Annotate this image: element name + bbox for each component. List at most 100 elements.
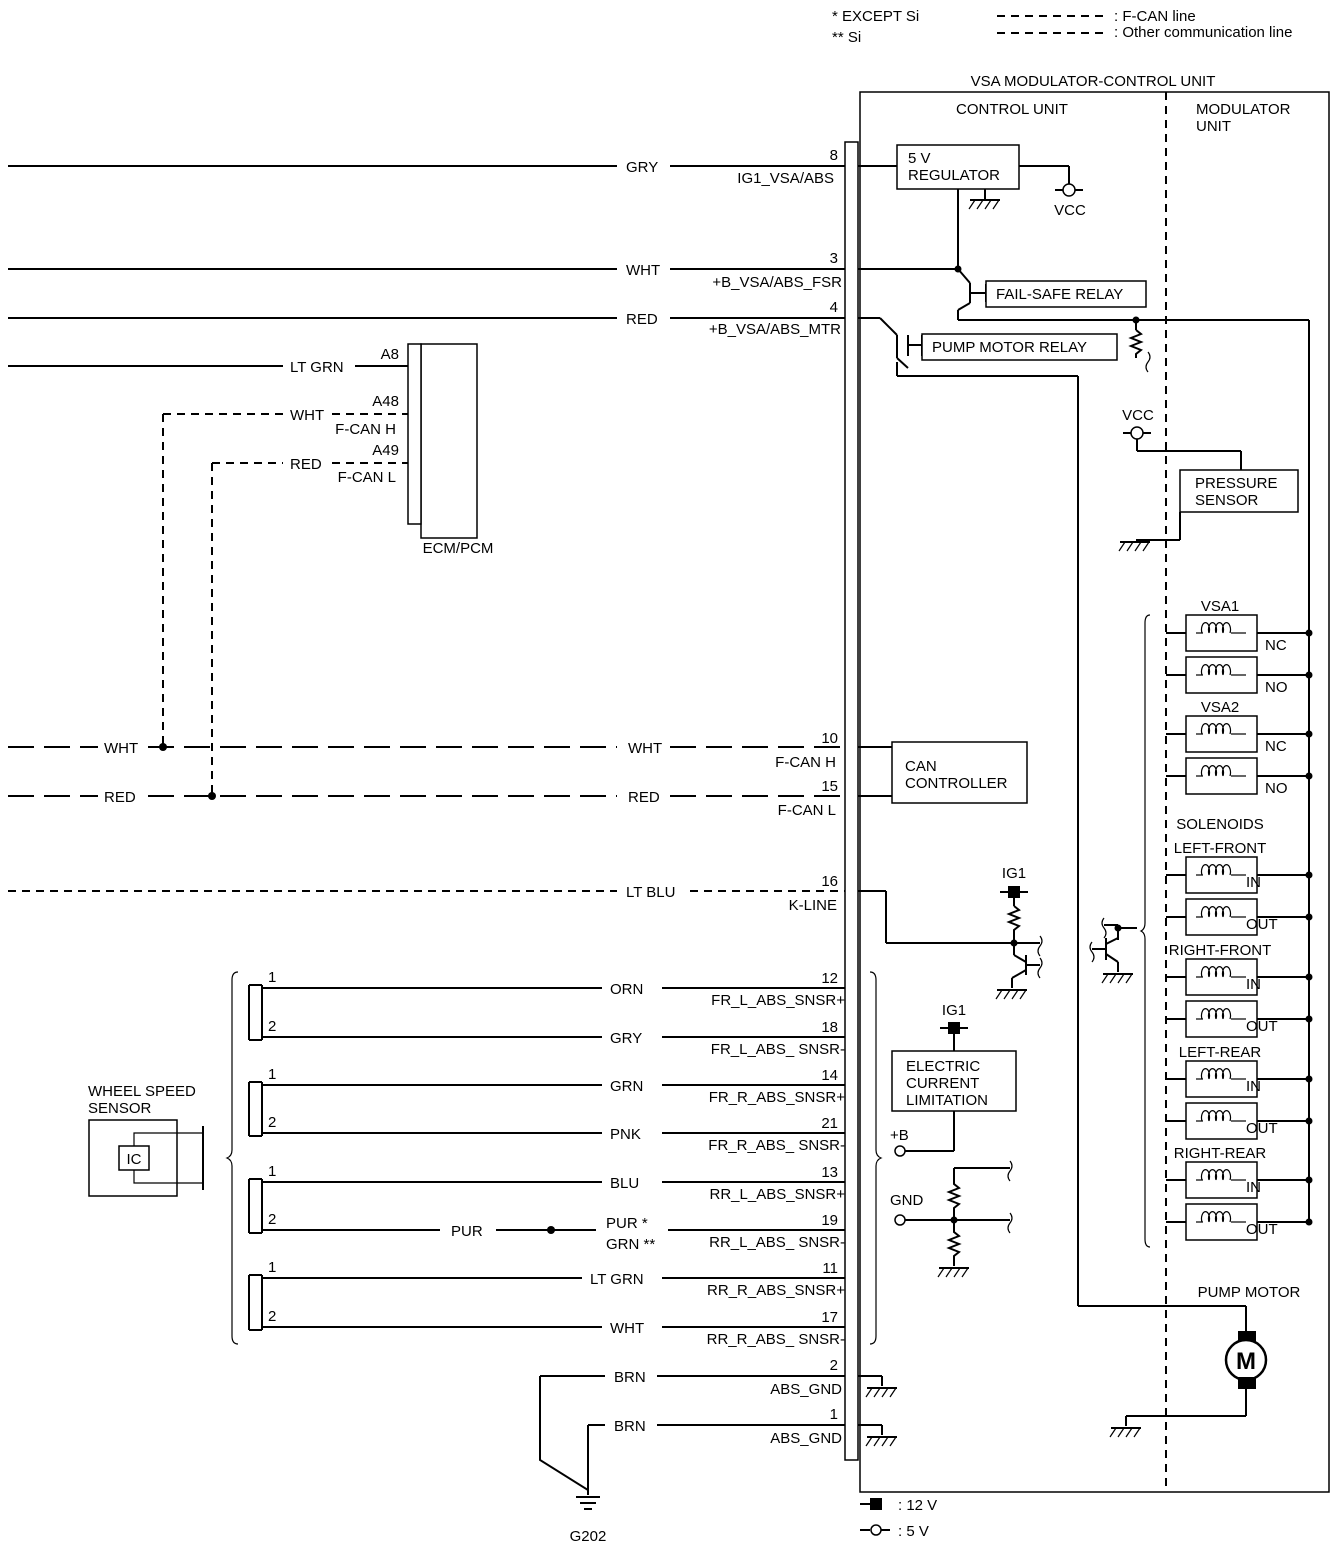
open-line-icon — [1101, 917, 1107, 939]
legend-si: ** Si — [832, 29, 861, 46]
vcc-terminal-pressure — [1130, 426, 1144, 440]
solenoid-group-label: LEFT-REAR — [1179, 1044, 1262, 1061]
ground-wiring: BRN 2 ABS_GND BRN 1 ABS_GND G202 — [539, 1357, 897, 1545]
pump-motor-relay-block: PUMP MOTOR RELAY — [896, 333, 1246, 1307]
unit-connector — [844, 141, 859, 1461]
unit-pin-number: 14 — [821, 1067, 838, 1084]
unit-pin-number: 21 — [821, 1115, 838, 1132]
legend-except-si: * EXCEPT Si — [832, 8, 919, 25]
solenoid-area: SOLENOIDS VSA1NCNOVSA2NCNOLEFT-FRONTINOU… — [1089, 320, 1313, 1248]
sensor-brace — [225, 971, 239, 1345]
signal-b-fsr: +B_VSA/ABS_FSR — [712, 274, 842, 291]
coil-icon — [1200, 1211, 1232, 1223]
solenoid-port-label: OUT — [1246, 1018, 1278, 1035]
coil-icon — [1200, 1008, 1232, 1020]
open-line-icon — [1007, 1160, 1013, 1182]
wire-label: LT GRN — [590, 1271, 644, 1288]
g202-label: G202 — [570, 1528, 607, 1545]
solenoid-port-label: NO — [1265, 679, 1288, 696]
coil-icon — [1200, 765, 1232, 777]
wire-red-pin4: RED — [626, 311, 658, 328]
pin-15: 15 — [821, 778, 838, 795]
pump-motor-label: PUMP MOTOR — [1198, 1284, 1301, 1301]
signal-fcan-l-ecm: F-CAN L — [338, 469, 396, 486]
coil-icon — [1200, 1068, 1232, 1080]
top-power-wiring: GRY 8 IG1_VSA/ABS WHT 3 +B_VSA/ABS_FSR R… — [8, 147, 960, 338]
legend-12v: : 12 V — [898, 1497, 937, 1514]
unit-pin-number: 13 — [821, 1164, 838, 1181]
plus-b-terminal — [894, 1145, 906, 1157]
ig1-kline-label: IG1 — [1002, 865, 1026, 882]
control-unit-label: CONTROL UNIT — [956, 101, 1068, 118]
wheel-speed-sensor-block: WHEEL SPEED SENSOR IC — [88, 971, 883, 1345]
legend-12v-symbol — [870, 1498, 882, 1510]
solenoid-group-label: RIGHT-REAR — [1174, 1145, 1267, 1162]
coil-icon — [1200, 664, 1232, 676]
legend-other-line: : Other communication line — [1114, 24, 1292, 41]
gnd-terminal — [894, 1214, 906, 1226]
unit-pin-number: 12 — [821, 970, 838, 987]
coil-icon — [1200, 723, 1232, 735]
sensor-signal-name: FR_R_ABS_ SNSR- — [708, 1137, 845, 1154]
pin-3: 3 — [830, 250, 838, 267]
wire-wht-left-pin10: WHT — [104, 740, 138, 757]
regulator-block: 5 V REGULATOR VCC — [896, 144, 1086, 273]
unit-pin-number: 11 — [822, 1260, 838, 1277]
wire-label: GRN — [610, 1078, 643, 1095]
sensor-pin-number: 1 — [268, 1163, 276, 1180]
pin-2: 2 — [830, 1357, 838, 1374]
wheel-speed-sensor-label-2: SENSOR — [88, 1100, 152, 1117]
wire-wht-pin3: WHT — [626, 262, 660, 279]
open-line-icon — [1145, 351, 1151, 373]
sensor-signal-name: RR_L_ABS_ SNSR- — [709, 1234, 845, 1251]
solenoid-port-label: NC — [1265, 637, 1287, 654]
solenoid-port-label: OUT — [1246, 1120, 1278, 1137]
solenoid-group-label: LEFT-FRONT — [1174, 840, 1267, 857]
wire-label-left: PUR — [451, 1223, 483, 1240]
unit-pin-number: 17 — [821, 1309, 838, 1326]
wire-red-left-pin15: RED — [104, 789, 136, 806]
sensor-signal-name: FR_L_ABS_ SNSR- — [711, 1041, 845, 1058]
sensor-signal-name: FR_L_ABS_SNSR+ — [711, 992, 845, 1009]
signal-b-mtr: +B_VSA/ABS_MTR — [709, 321, 841, 338]
pressure-sensor-label-1: PRESSURE — [1195, 475, 1278, 492]
open-line-icon — [1037, 957, 1043, 979]
sensor-pin-number: 1 — [268, 1259, 276, 1276]
unit-pin-number: 18 — [821, 1019, 838, 1036]
regulator-label-1: 5 V — [908, 150, 931, 167]
vcc-terminal-top — [1062, 183, 1076, 197]
signal-fcan-l: F-CAN L — [778, 802, 836, 819]
solenoid-port-label: IN — [1246, 1078, 1261, 1095]
fail-safe-relay — [985, 280, 1147, 308]
coil-icon — [1200, 864, 1232, 876]
solenoid-port-label: IN — [1246, 1179, 1261, 1196]
regulator-label-2: REGULATOR — [908, 167, 1000, 184]
solenoid-port-label: NC — [1265, 738, 1287, 755]
solenoid-group-label: VSA1 — [1201, 598, 1239, 615]
solenoid-group-label: VSA2 — [1201, 699, 1239, 716]
5v-regulator — [896, 144, 1020, 190]
pin-10: 10 — [821, 730, 838, 747]
solenoid-port-label: OUT — [1246, 1221, 1278, 1238]
wire-gry-pin8: GRY — [626, 159, 658, 176]
wire-ltblu-pin16: LT BLU — [626, 884, 675, 901]
pin-4: 4 — [830, 299, 838, 316]
solenoids-label: SOLENOIDS — [1176, 816, 1264, 833]
solenoid-port-label: OUT — [1246, 916, 1278, 933]
vcc-top-label: VCC — [1054, 202, 1086, 219]
ecl-label-3: LIMITATION — [906, 1092, 988, 1109]
wire-ltgrn-a8: LT GRN — [290, 359, 344, 376]
wire-brn-pin1: BRN — [614, 1418, 646, 1435]
unit-pin-number: 19 — [821, 1212, 838, 1229]
pump-motor-relay — [921, 333, 1118, 361]
can-controller — [891, 741, 1028, 804]
sensor-pin-number: 2 — [268, 1308, 276, 1325]
